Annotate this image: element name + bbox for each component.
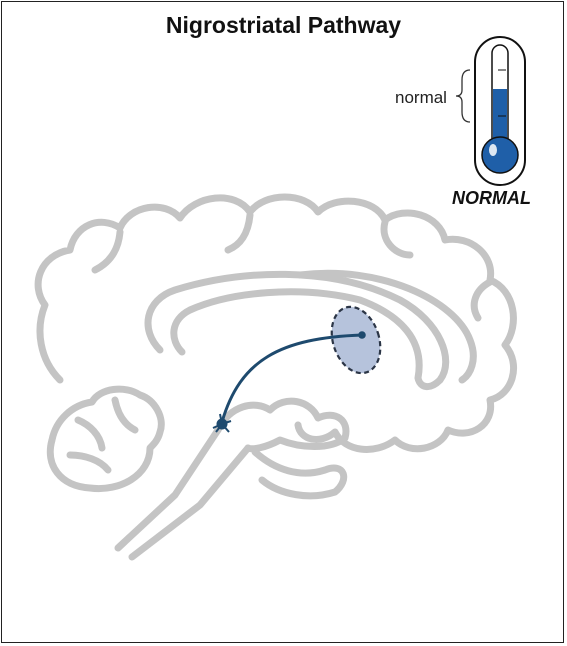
sulcus-superior xyxy=(224,211,254,254)
cerebellum-outline xyxy=(46,385,165,493)
striatum-region xyxy=(330,305,382,375)
sulcus-posterior xyxy=(470,278,494,322)
pons xyxy=(251,448,348,500)
pathway-terminal xyxy=(358,331,366,339)
sulcus-frontal xyxy=(91,228,124,274)
thermometer-status-label: NORMAL xyxy=(452,188,531,208)
cerebellum-fold-3 xyxy=(111,396,139,434)
cerebellum-fold-2 xyxy=(66,451,112,474)
midbrain xyxy=(214,397,350,453)
thermometer-range-label: normal xyxy=(395,88,447,107)
cerebrum-outline xyxy=(34,193,518,453)
brainstem-back xyxy=(128,444,252,561)
fornix xyxy=(296,269,477,384)
thermometer-icon xyxy=(474,36,526,186)
diagram-title: Nigrostriatal Pathway xyxy=(165,12,402,38)
normal-range-brace xyxy=(455,69,471,123)
nigrostriatal-pathway xyxy=(220,333,363,423)
thermometer-bulb-highlight xyxy=(489,144,497,156)
cerebellum-fold-1 xyxy=(74,416,106,452)
brainstem-front xyxy=(114,426,222,552)
sulcus-parietal xyxy=(380,218,414,259)
thermometer-bulb xyxy=(481,136,519,174)
brain-outline xyxy=(34,193,518,561)
substantia-nigra-neuron xyxy=(212,413,232,433)
corpus-callosum xyxy=(144,270,450,390)
